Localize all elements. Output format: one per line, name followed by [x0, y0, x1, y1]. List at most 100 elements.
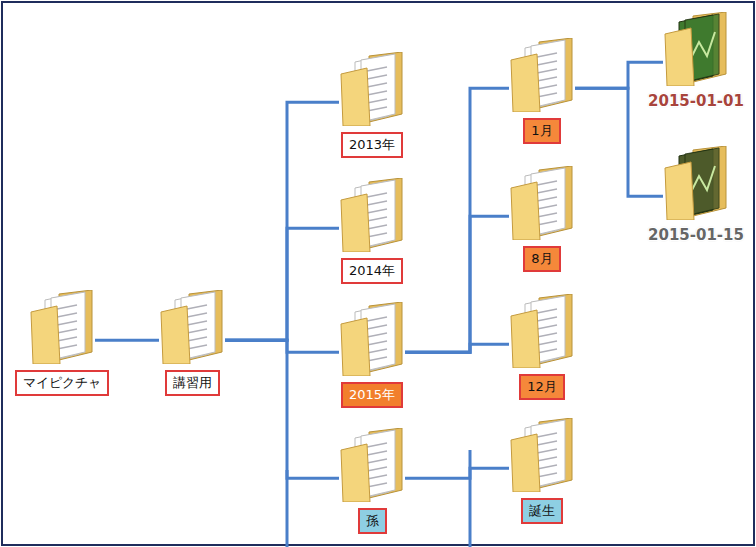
folder-label: 誕生	[521, 498, 563, 524]
tree-connector	[95, 339, 159, 342]
paper-line	[537, 449, 557, 453]
paper-line	[537, 221, 557, 225]
folder-icon	[509, 38, 575, 112]
paper-line	[367, 193, 387, 197]
folder-label: 2015年	[341, 382, 403, 408]
paper-line	[367, 233, 387, 237]
paper-line	[367, 325, 387, 329]
folder-icon	[339, 52, 405, 126]
paper-line	[367, 475, 387, 479]
paper-line	[57, 321, 77, 325]
paper-line	[187, 313, 207, 317]
folder-icon	[339, 428, 405, 502]
folder-caption: 2015-01-15	[646, 226, 746, 244]
paper-line	[537, 197, 557, 201]
paper-line	[187, 321, 207, 325]
paper-line	[367, 467, 387, 471]
folder-label: 8月	[523, 246, 560, 272]
paper-line	[367, 341, 387, 345]
tree-connector	[225, 102, 339, 340]
paper-line	[367, 67, 387, 71]
tree-connector	[225, 340, 339, 478]
paper-line	[537, 181, 557, 185]
paper-line	[537, 189, 557, 193]
paper-line	[537, 61, 557, 65]
paper-line	[537, 213, 557, 217]
trunk-line	[286, 470, 289, 547]
folder-node: 2015-01-01	[646, 12, 746, 110]
paper-line	[367, 317, 387, 321]
folder-front	[31, 306, 60, 364]
paper-line	[537, 309, 557, 313]
folder-node: 2013年	[339, 52, 405, 158]
paper-line	[187, 337, 207, 341]
folder-front	[341, 444, 370, 502]
branch-line	[469, 450, 472, 547]
paper-line	[537, 465, 557, 469]
folder-caption: 2015-01-01	[646, 92, 746, 110]
folder-icon	[663, 12, 729, 86]
paper-line	[187, 345, 207, 349]
tree-connector	[405, 216, 509, 352]
paper-line	[57, 345, 77, 349]
paper-line	[537, 77, 557, 81]
paper-line	[537, 457, 557, 461]
folder-front	[161, 306, 190, 364]
paper-line	[57, 329, 77, 333]
paper-line	[537, 205, 557, 209]
paper-line	[367, 217, 387, 221]
folder-icon	[509, 166, 575, 240]
paper-line	[187, 305, 207, 309]
paper-line	[537, 53, 557, 57]
folder-label: 2013年	[341, 132, 403, 158]
paper-line	[537, 325, 557, 329]
folder-icon	[339, 302, 405, 376]
folder-node: 2015年	[339, 302, 405, 408]
paper-line	[367, 75, 387, 79]
folder-front	[511, 310, 540, 368]
tree-connector	[405, 468, 509, 478]
folder-front	[341, 68, 370, 126]
paper-line	[537, 341, 557, 345]
tree-connector	[575, 62, 663, 88]
tree-connector	[405, 344, 509, 352]
folder-node: 2015-01-15	[646, 146, 746, 244]
paper-line	[367, 107, 387, 111]
paper-line	[367, 225, 387, 229]
paper-line	[367, 443, 387, 447]
folder-icon	[663, 146, 729, 220]
tree-connector	[225, 228, 339, 340]
folder-icon	[29, 290, 95, 364]
paper-line	[367, 451, 387, 455]
paper-line	[367, 209, 387, 213]
paper-line	[367, 99, 387, 103]
paper-line	[537, 333, 557, 337]
folder-node: 2014年	[339, 178, 405, 284]
paper-line	[537, 473, 557, 477]
folder-node: 誕生	[509, 418, 575, 524]
paper-line	[537, 441, 557, 445]
paper-line	[57, 305, 77, 309]
folder-label: 12月	[519, 374, 565, 400]
folder-node: 講習用	[159, 290, 225, 396]
folder-front	[665, 28, 694, 86]
folder-node: 8月	[509, 166, 575, 272]
paper-line	[367, 357, 387, 361]
paper-line	[537, 349, 557, 353]
folder-front	[341, 194, 370, 252]
folder-label: 講習用	[165, 370, 220, 396]
paper-line	[367, 459, 387, 463]
folder-front	[511, 54, 540, 112]
paper-line	[537, 85, 557, 89]
folder-front	[665, 162, 694, 220]
paper-line	[187, 329, 207, 333]
tree-connector	[405, 88, 509, 352]
folder-label: 1月	[523, 118, 560, 144]
folder-front	[511, 434, 540, 492]
folder-node: 12月	[509, 294, 575, 400]
paper-line	[367, 91, 387, 95]
folder-front	[341, 318, 370, 376]
folder-label: 孫	[358, 508, 387, 534]
paper-line	[57, 337, 77, 341]
